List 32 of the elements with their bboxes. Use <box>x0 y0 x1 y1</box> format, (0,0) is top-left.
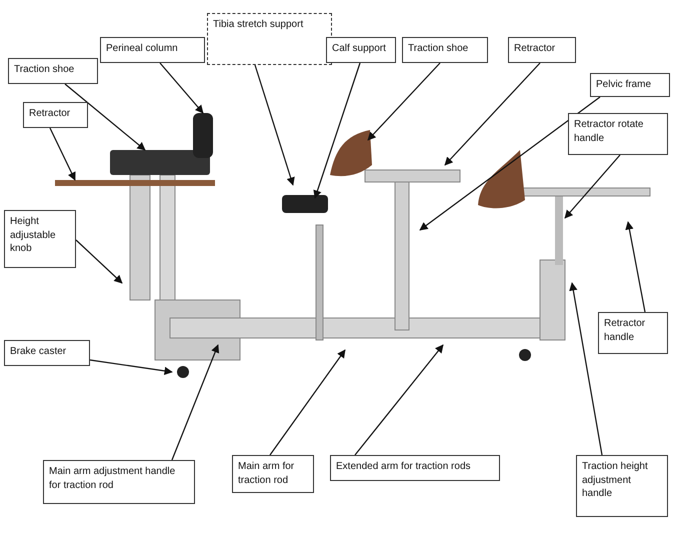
callout-label: Extended arm for traction rods <box>330 455 500 481</box>
callout-label: Brake caster <box>4 340 90 366</box>
callout-label: Retractor handle <box>598 312 668 354</box>
leader-line <box>160 62 204 114</box>
leader-line <box>564 154 620 219</box>
leader-line <box>313 62 361 199</box>
callout-label: Retractor <box>23 102 88 128</box>
leader-line <box>569 282 603 456</box>
leader-line <box>444 62 540 166</box>
leader-line <box>419 96 600 230</box>
callout-label: Pelvic frame <box>590 73 670 97</box>
leader-line <box>254 64 295 186</box>
callout-label: Calf support <box>326 37 396 63</box>
callout-label: Main arm adjustment handle for traction rod <box>43 460 195 504</box>
leader-line <box>64 84 146 151</box>
leader-line <box>625 221 646 312</box>
callout-label: Traction shoe <box>402 37 488 63</box>
leader-line <box>270 349 346 456</box>
callout-label: Retractor <box>508 37 576 63</box>
callout-label: Main arm for traction rod <box>232 455 314 493</box>
leader-line <box>76 240 123 284</box>
callout-label: Tibia stretch support <box>207 13 332 65</box>
callout-label: Height adjustable knob <box>4 210 76 268</box>
callout-label: Perineal column <box>100 37 205 63</box>
callout-label: Traction height adjustment handle <box>576 455 668 517</box>
leader-line <box>90 359 173 376</box>
callout-label: Retractor rotate handle <box>568 113 668 155</box>
leader-line <box>171 344 220 460</box>
leader-line <box>367 62 440 141</box>
callout-label: Traction shoe <box>8 58 98 84</box>
leader-line <box>354 344 444 456</box>
leader-line <box>49 128 76 181</box>
